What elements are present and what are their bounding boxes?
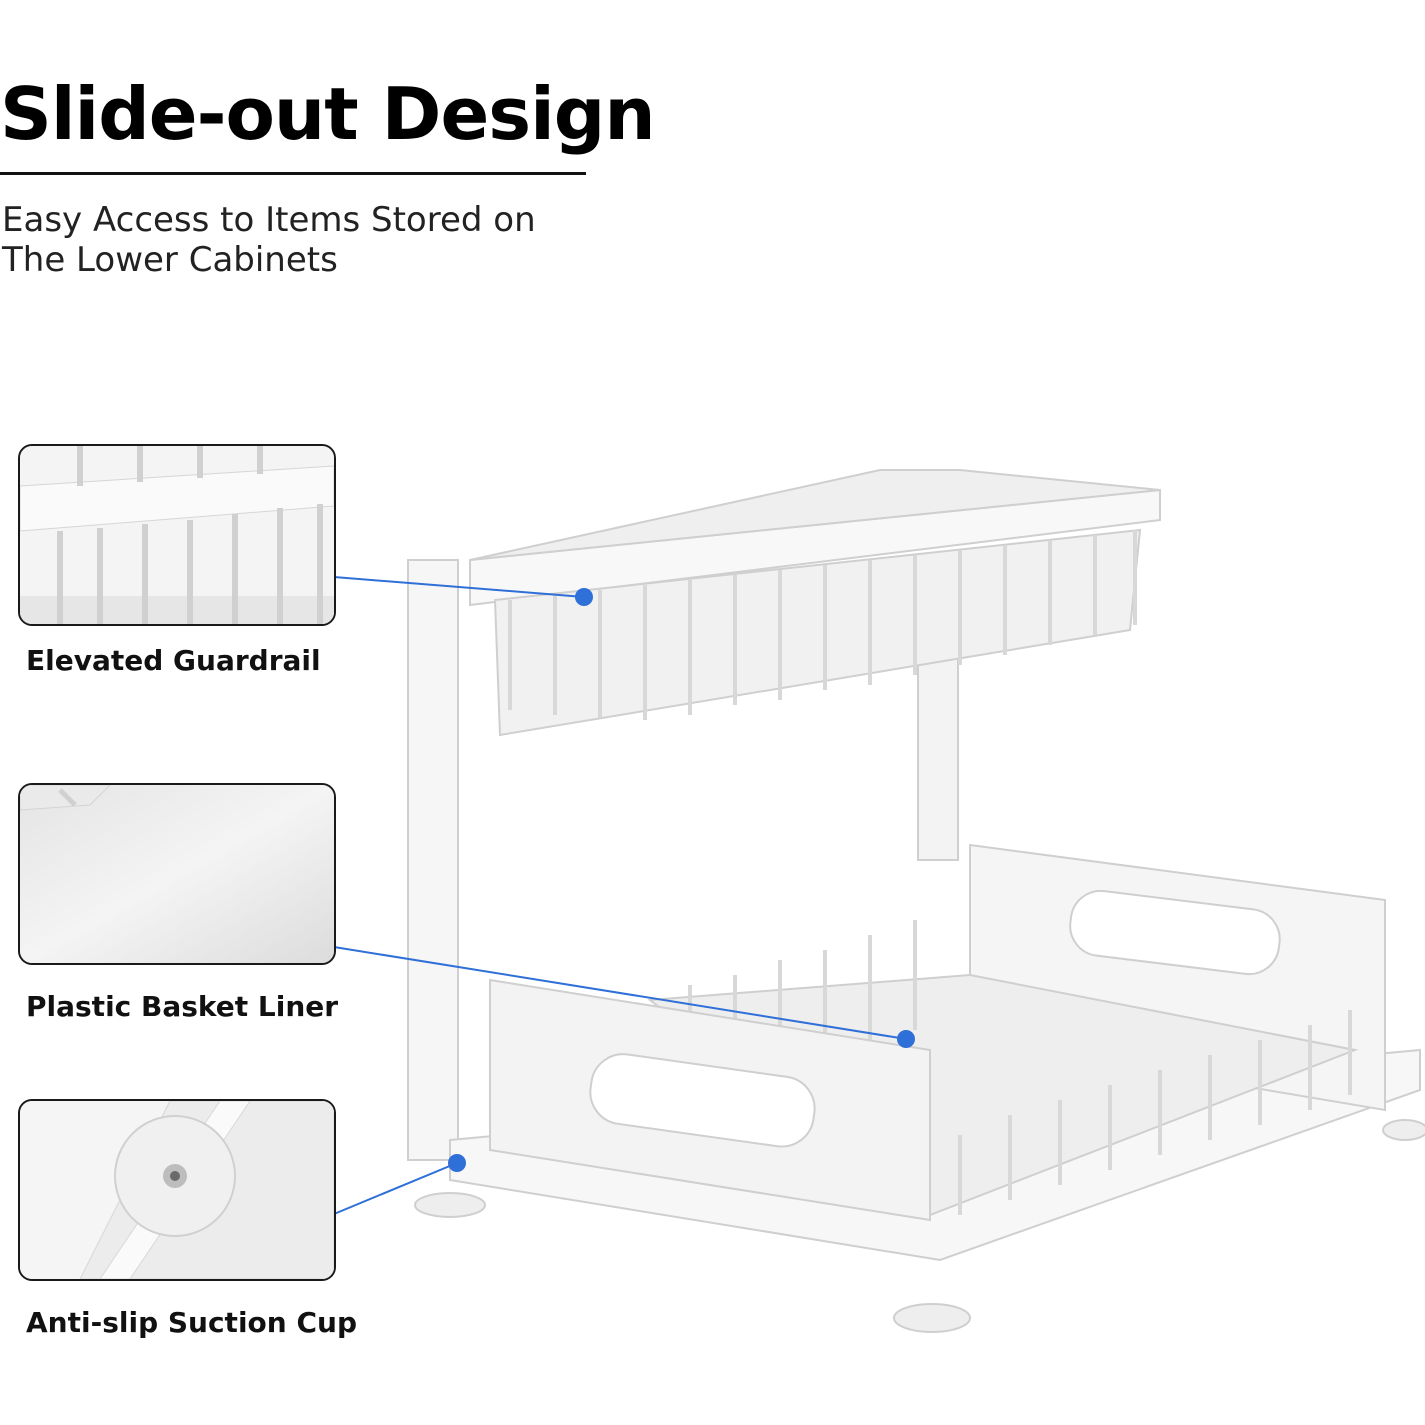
- suction-cup-closeup-icon: [20, 1101, 334, 1279]
- thumbnail-elevated-guardrail: [18, 444, 336, 626]
- basket-liner-closeup-icon: [20, 785, 334, 963]
- subtitle-line-2: The Lower Cabinets: [2, 240, 338, 280]
- title-underline: [0, 172, 586, 175]
- subtitle: Easy Access to Items Stored on The Lower…: [2, 200, 602, 280]
- thumbnail-plastic-basket-liner: [18, 783, 336, 965]
- feature-label-anti-slip-suction-cup: Anti-slip Suction Cup: [26, 1306, 357, 1339]
- callout-lines: [333, 576, 907, 1215]
- callout-dot-suction-cup: [448, 1154, 466, 1172]
- page-title: Slide-out Design: [0, 72, 656, 156]
- feature-label-elevated-guardrail: Elevated Guardrail: [26, 644, 321, 677]
- callout-dot-liner: [897, 1030, 915, 1048]
- callout-dot-guardrail: [575, 588, 593, 606]
- subtitle-line-1: Easy Access to Items Stored on: [2, 200, 536, 240]
- wire-guardrail-closeup-icon: [20, 446, 334, 624]
- thumbnail-anti-slip-suction-cup: [18, 1099, 336, 1281]
- feature-label-plastic-basket-liner: Plastic Basket Liner: [26, 990, 339, 1023]
